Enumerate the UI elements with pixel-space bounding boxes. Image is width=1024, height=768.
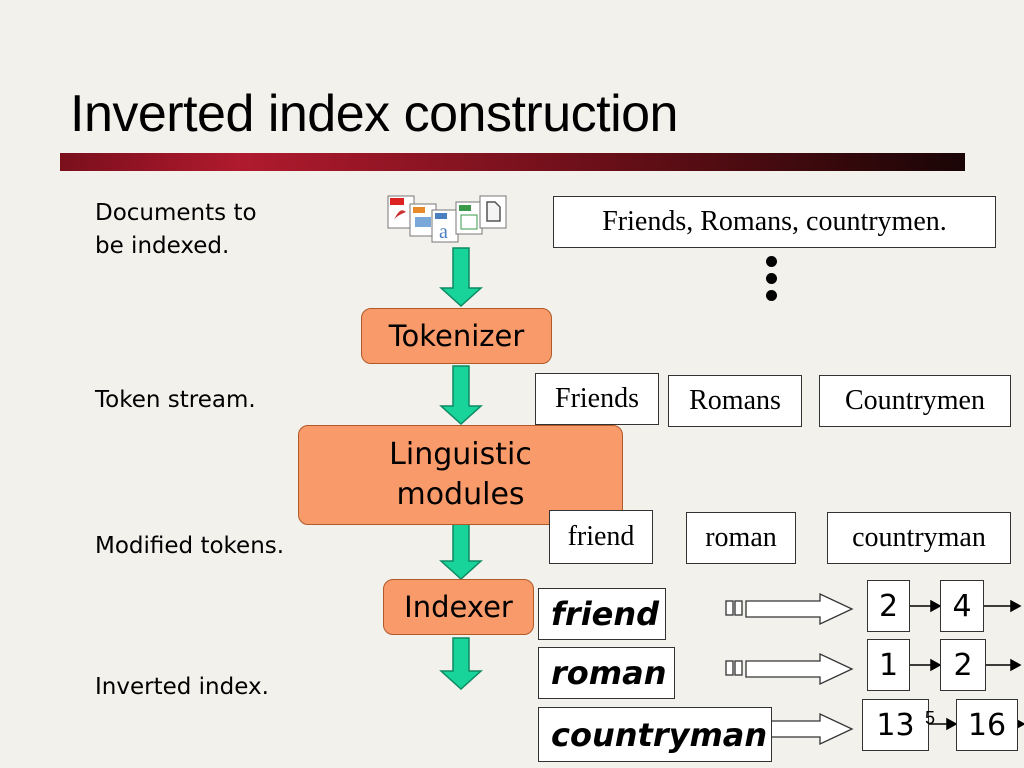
posting-countryman-1: 13 bbox=[862, 699, 929, 751]
flow-arrow-2 bbox=[439, 365, 483, 426]
modified-token-box-3: countryman bbox=[827, 512, 1011, 564]
pointer-arrow-roman bbox=[725, 652, 854, 686]
flow-arrow-4 bbox=[439, 637, 483, 691]
ellipsis-dot-2 bbox=[766, 273, 777, 284]
ellipsis-dot-3 bbox=[766, 290, 777, 301]
indexer-box: Indexer bbox=[383, 579, 534, 635]
linguistic-modules-box: Linguistic modules bbox=[298, 425, 623, 525]
token-stream-label: Token stream. bbox=[95, 387, 256, 413]
link-arrow-friend-2 bbox=[984, 599, 1022, 613]
pointer-arrow-friend bbox=[725, 592, 854, 626]
link-arrow-roman-2 bbox=[986, 658, 1022, 672]
link-arrow-countryman-1 bbox=[929, 717, 958, 731]
token-box-2: Romans bbox=[668, 375, 802, 427]
link-arrow-roman-1 bbox=[910, 658, 942, 672]
ellipsis-dot-1 bbox=[766, 256, 777, 267]
inverted-index-label: Inverted index. bbox=[95, 674, 269, 700]
spreadsheet-document-icon bbox=[455, 201, 483, 235]
documents-label: Documents to be indexed. bbox=[95, 200, 257, 259]
page-number: 5 bbox=[925, 708, 936, 728]
generic-document-icon bbox=[479, 195, 507, 229]
link-arrow-friend-1 bbox=[910, 599, 942, 613]
index-term-countryman: countryman bbox=[538, 707, 772, 762]
posting-friend-1: 2 bbox=[867, 580, 910, 632]
modified-tokens-label: Modified tokens. bbox=[95, 533, 285, 559]
tokenizer-box: Tokenizer bbox=[361, 308, 552, 364]
token-box-1: Friends bbox=[535, 373, 659, 425]
documents-icons-svg: a bbox=[387, 195, 507, 243]
slide-title: Inverted index construction bbox=[70, 85, 678, 143]
svg-text:a: a bbox=[439, 221, 448, 243]
modified-token-box-1: friend bbox=[549, 510, 653, 564]
title-underline-bar bbox=[60, 153, 965, 171]
index-term-roman: roman bbox=[538, 647, 675, 699]
posting-countryman-2: 16 bbox=[956, 699, 1018, 751]
token-box-3: Countrymen bbox=[819, 375, 1011, 427]
posting-roman-2: 2 bbox=[940, 639, 986, 691]
document-text-box: Friends, Romans, countrymen. bbox=[553, 196, 996, 248]
posting-roman-1: 1 bbox=[867, 639, 910, 691]
documents-icon-group: a bbox=[384, 194, 524, 246]
posting-friend-2: 4 bbox=[940, 580, 984, 632]
flow-arrow-1 bbox=[439, 247, 483, 308]
index-term-friend: friend bbox=[538, 588, 666, 640]
flow-arrow-3 bbox=[439, 520, 483, 581]
modified-token-box-2: roman bbox=[686, 512, 796, 564]
